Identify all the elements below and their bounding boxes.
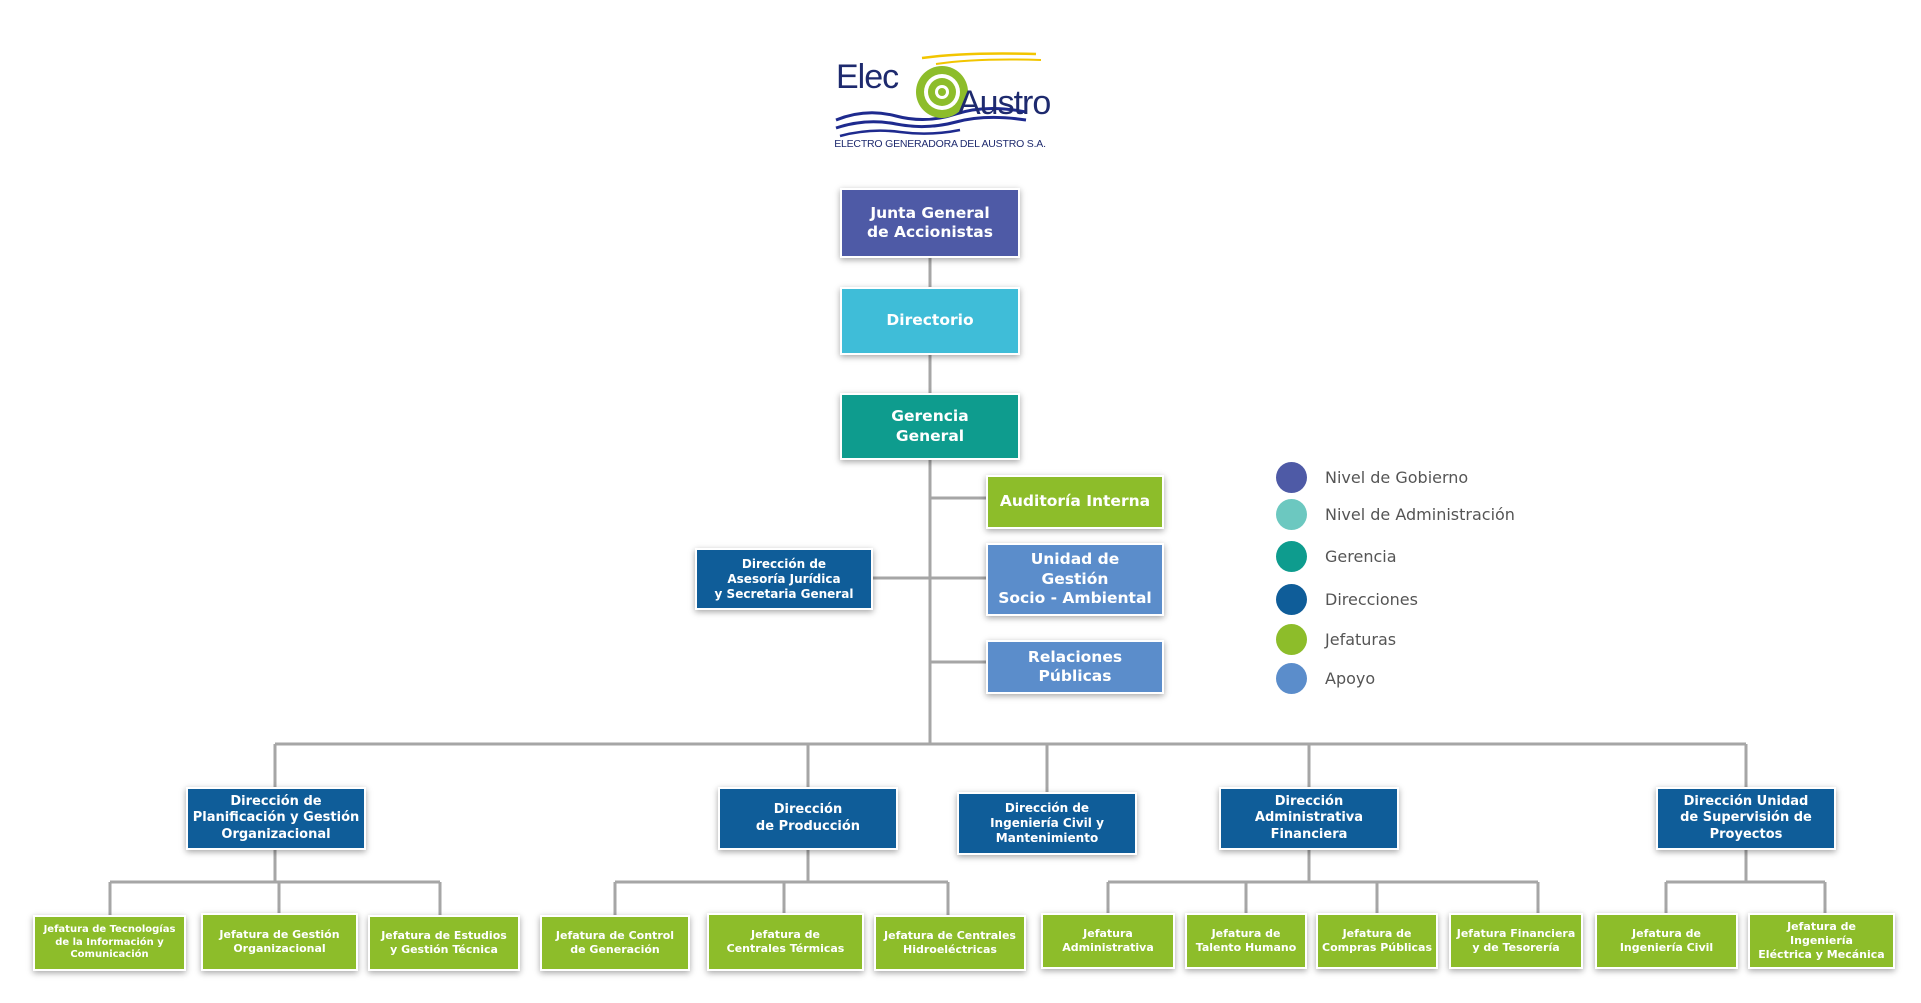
- node-jef-centrales-termicas: Jefatura de Centrales Térmicas: [707, 913, 864, 971]
- legend-label: Jefaturas: [1325, 629, 1397, 649]
- legend-item-administracion: Nivel de Administración: [1276, 497, 1515, 531]
- node-jef-administrativa: Jefatura Administrativa: [1041, 913, 1175, 969]
- legend-dot-administracion: [1276, 498, 1307, 530]
- node-dir-supervision: Dirección Unidad de Supervisión de Proye…: [1656, 787, 1836, 850]
- node-unidad-gestion-socio-ambiental: Unidad de Gestión Socio - Ambiental: [986, 543, 1164, 616]
- legend-item-apoyo: Apoyo: [1276, 661, 1375, 695]
- logo-subtitle: ELECTRO GENERADORA DEL AUSTRO S.A.: [834, 138, 1046, 150]
- legend-item-gerencia: Gerencia: [1276, 539, 1397, 573]
- node-auditoria-interna: Auditoría Interna: [986, 475, 1164, 529]
- node-jef-talento-humano: Jefatura de Talento Humano: [1185, 913, 1307, 969]
- node-jef-compras-publicas: Jefatura de Compras Públicas: [1316, 913, 1438, 969]
- logo-word-elec: Elec: [836, 58, 899, 96]
- legend-item-jefaturas: Jefaturas: [1276, 622, 1396, 656]
- node-jef-tecnologias: Jefatura de Tecnologías de la Informació…: [33, 915, 186, 971]
- node-relaciones-publicas: Relaciones Públicas: [986, 640, 1164, 694]
- logo-word-austro: Austro: [958, 84, 1050, 122]
- legend-dot-gerencia: [1276, 540, 1307, 572]
- node-dir-administrativa: Dirección Administrativa Financiera: [1219, 787, 1399, 850]
- node-jef-ingenieria-electrica: Jefatura de Ingeniería Eléctrica y Mecán…: [1748, 913, 1895, 969]
- node-dir-ingenieria-civil: Dirección de Ingeniería Civil y Mantenim…: [957, 792, 1137, 855]
- node-junta-general: Junta General de Accionistas: [840, 188, 1020, 258]
- node-jef-financiera: Jefatura Financiera y de Tesorería: [1449, 913, 1583, 969]
- node-jef-estudios: Jefatura de Estudios y Gestión Técnica: [368, 915, 520, 971]
- node-asesoria-juridica: Dirección de Asesoría Jurídica y Secreta…: [695, 548, 873, 610]
- node-directorio: Directorio: [840, 287, 1020, 355]
- node-jef-gestion-organizacional: Jefatura de Gestión Organizacional: [201, 913, 358, 971]
- legend-dot-gobierno: [1276, 461, 1307, 493]
- legend-label: Nivel de Gobierno: [1325, 467, 1469, 487]
- legend-dot-apoyo: [1276, 662, 1307, 694]
- legend-label: Gerencia: [1325, 546, 1397, 566]
- legend-item-direcciones: Direcciones: [1276, 582, 1418, 616]
- node-jef-control-generacion: Jefatura de Control de Generación: [540, 915, 690, 971]
- node-dir-produccion: Dirección de Producción: [718, 787, 898, 850]
- node-jef-centrales-hidro: Jefatura de Centrales Hidroeléctricas: [874, 915, 1026, 971]
- legend-item-gobierno: Nivel de Gobierno: [1276, 460, 1468, 494]
- node-dir-planificacion: Dirección de Planificación y Gestión Org…: [186, 787, 366, 850]
- legend-dot-direcciones: [1276, 583, 1307, 615]
- legend-label: Nivel de Administración: [1325, 504, 1515, 524]
- elecaustro-logo: Elec Austro: [835, 52, 1051, 138]
- legend-label: Apoyo: [1325, 668, 1376, 688]
- node-jef-ingenieria-civil: Jefatura de Ingeniería Civil: [1595, 913, 1738, 969]
- node-gerencia-general: Gerencia General: [840, 393, 1020, 460]
- legend-dot-jefaturas: [1276, 623, 1307, 655]
- legend-label: Direcciones: [1325, 589, 1418, 609]
